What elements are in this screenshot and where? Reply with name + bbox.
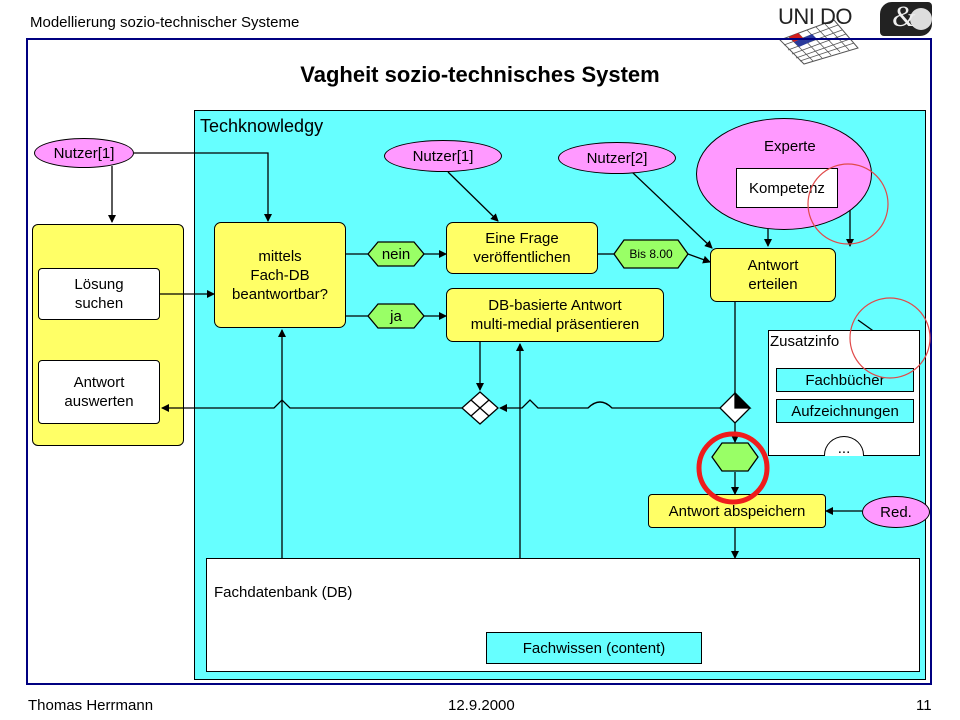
- merge-diamond: [461, 391, 499, 425]
- deadline-shape: [613, 239, 689, 269]
- books-item[interactable]: Fachbücher: [776, 368, 914, 392]
- actor-user-left[interactable]: Nutzer[1]: [34, 138, 134, 168]
- pending-condition-shape: [711, 442, 759, 472]
- deadline-label: Bis 8.00: [629, 246, 673, 261]
- footer-date: 12.9.2000: [448, 697, 515, 714]
- no-label: nein: [381, 245, 411, 263]
- course-title: Modellierung sozio-technischer Systeme: [30, 14, 300, 31]
- footer-author: Thomas Herrmann: [28, 697, 154, 714]
- actor-editor[interactable]: Red.: [862, 496, 930, 528]
- uni-do-logo: UNI DO: [776, 2, 862, 65]
- yes-label: ja: [390, 307, 402, 325]
- actor-user-mid[interactable]: Nutzer[1]: [384, 140, 502, 172]
- no-condition-shape: [367, 241, 425, 267]
- ampersand-logo: &: [880, 0, 932, 36]
- db-answerable-box[interactable]: mittels Fach-DB beantwortbar?: [214, 222, 346, 328]
- expert-label: Experte: [764, 138, 816, 155]
- more-item[interactable]: ...: [824, 436, 864, 456]
- system-label: Techknowledgy: [200, 116, 324, 136]
- highlight-ring: [696, 431, 770, 505]
- ampersand-glyph: &: [892, 0, 916, 33]
- records-item[interactable]: Aufzeichnungen: [776, 399, 914, 423]
- evaluate-answer-box[interactable]: Antwort auswerten: [38, 360, 160, 424]
- slide-frame: [26, 38, 932, 685]
- competence-box[interactable]: Kompetenz: [736, 168, 838, 208]
- publish-question-box[interactable]: Eine Frage veröffentlichen: [446, 222, 598, 274]
- competence-marker-circle: [807, 163, 889, 245]
- database-label: Fachdatenbank (DB): [214, 584, 353, 601]
- slide-title: Vagheit sozio-technisches System: [300, 62, 660, 87]
- decision-diamond: [719, 391, 752, 424]
- actor-user-right[interactable]: Nutzer[2]: [558, 142, 676, 174]
- logo-text: UNI DO: [778, 4, 853, 29]
- search-solution-box[interactable]: Lösung suchen: [38, 268, 160, 320]
- db-answer-box[interactable]: DB-basierte Antwort multi-medial präsent…: [446, 288, 664, 342]
- yes-condition-shape: [367, 303, 425, 329]
- footer-page: 11: [916, 697, 932, 714]
- extra-info-label: Zusatzinfo: [770, 333, 840, 350]
- logo-grid-icon: [779, 19, 859, 65]
- extra-info-marker-circle: [849, 297, 931, 379]
- content-box[interactable]: Fachwissen (content): [486, 632, 702, 664]
- give-answer-box[interactable]: Antwort erteilen: [710, 248, 836, 302]
- store-answer-box[interactable]: Antwort abspeichern: [648, 494, 826, 528]
